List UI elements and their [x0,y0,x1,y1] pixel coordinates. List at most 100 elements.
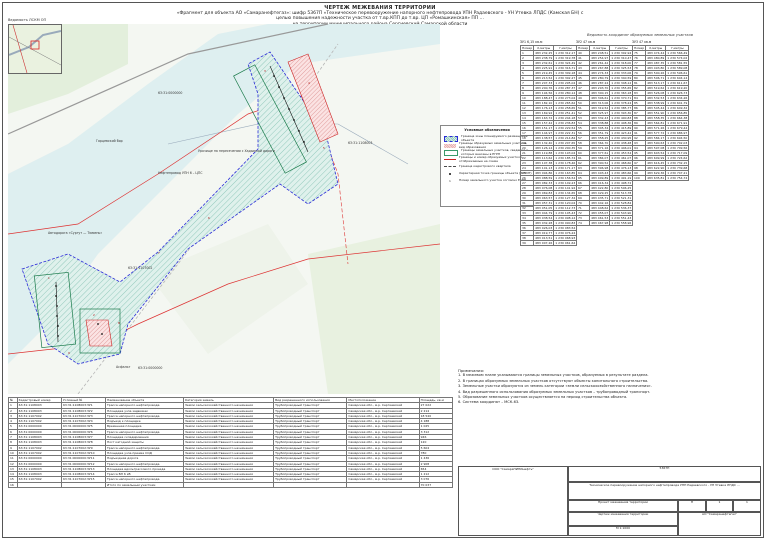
place-label: Урочище на пересечении с Хадыюхой дороги [198,149,275,153]
coordinate-cell: 483 325,97 [589,110,611,116]
stamp-code: 5367П [568,466,761,482]
coordinate-cell: 1 230 061,64 [553,240,578,246]
coordinate-cell: 1 230 634,26 [665,95,690,101]
coordinate-cell: 483 254,97 [589,55,611,61]
register-cell: Трубопроводный транспорт [273,402,348,409]
coordinate-cell: 1 230 273,04 [553,95,578,101]
legend-swatch: 1 [449,178,451,183]
note-line: 5. Образование земельных участков осущес… [458,395,628,400]
parcel-number: 2 [93,313,95,317]
coordinate-cell: 1 230 340,59 [609,75,634,81]
register-cell [346,481,420,489]
register-cell: 63:31:1108003 [16,434,62,441]
legend-item: Характерная точка границы объекта (ЗОУИТ… [441,170,533,177]
formed-parcel[interactable] [287,53,339,143]
register-cell [16,481,62,489]
coordinate-cell: 1 230 694,50 [665,135,690,141]
parcel-outline[interactable] [33,272,77,348]
register-cell: 16 [8,481,18,489]
coordinate-cell: 483 019,77 [533,230,555,236]
coordinate-cell: 483 280,79 [589,75,611,81]
cadastral-map[interactable]: 63:31:0000000 63:31:1108003 63:31:110700… [8,24,440,394]
map-legend: Условные обозначения Граница зоны планир… [440,125,534,207]
register-cell: Трубопроводный транспорт [273,412,348,420]
coordinate-cell: 483 088,59 [533,175,555,181]
parcel-outline[interactable] [79,308,121,354]
register-cell: 63:31:0000000 [16,428,62,436]
notes-heading: Примечания: [458,368,485,373]
coordinate-cell: 1 230 596,61 [665,70,690,76]
coordinate-cell: 1 230 664,38 [665,115,690,121]
coordinate-cell: 483 564,81 [645,120,667,126]
formed-parcel[interactable] [85,319,113,347]
stamp-company: ООО "СамараНИПИнефть" [492,468,534,471]
register-cell: 63:31:1108003 [16,407,62,414]
coordinate-cell: 1 230 378,24 [609,100,634,106]
coordinate-cell: 1 230 207,65 [553,140,578,146]
coordinate-cell: 483 532,53 [645,95,667,101]
coordinate-cell: 483 132,40 [533,140,555,146]
coordinate-cell: 1 230 754,74 [665,175,690,181]
legend-item: Границы и номер образуемых участков, ото… [441,155,533,163]
road [8,24,329,135]
coordinate-cell: 483 377,61 [589,150,611,156]
coordinate-cell: 483 313,06 [589,100,611,106]
coordinate-cell: 1 230 302,94 [609,50,634,56]
place-label: Асфальт [116,365,131,369]
coordinate-cell: 483 403,43 [589,170,611,176]
coordinate-cell: 483 044,79 [533,210,555,216]
coordinate-cell: 1 230 656,85 [665,110,690,116]
place-label: Автодорога «Сургут — Тюмень» [48,231,102,235]
coordinate-cell: 1 230 083,54 [553,225,578,231]
coordinate-cell: 1 230 287,37 [553,85,578,91]
note-line: 2. В границах образуемых земельных участ… [458,378,649,383]
register-cell: 63:31:1108003 [16,439,62,446]
coordinate-cell: 1 230 163,85 [553,170,578,176]
legend-label: Граница зоны планируемого размещения объ… [461,134,528,142]
parcel-outline[interactable] [233,64,307,174]
coordinate-cell: 1 230 543,90 [609,210,634,216]
register-cell: Трубопроводный транспорт [273,439,348,446]
coordinate-cell: 483 545,44 [645,105,667,111]
coordinate-cell: 1 230 724,62 [665,155,690,161]
place-label: Гарцевский бор [96,139,123,143]
coordinate-cell: 1 230 244,18 [553,115,578,121]
stamp-stage: П [678,500,706,512]
register-cell: 63:31:1107002 [16,476,62,483]
coordinate-cell: 1 230 363,18 [609,90,634,96]
legend-swatch [449,172,451,175]
coordinate-cell: 483 597,08 [645,145,667,151]
coordinate-cell: 483 622,90 [645,165,667,171]
stamp-project: Техническое перевооружение напорного неф… [568,482,761,500]
coordinate-cell: 1 230 171,17 [553,165,578,171]
legend-swatch [444,135,458,142]
coordinate-cell: 483 351,79 [589,130,611,136]
coordinate-header: Номер [519,45,535,51]
legend-label: Номер земельного участка согласно ЕГРН [459,177,526,182]
coordinate-cell: 1 230 589,08 [665,65,690,71]
coordinate-cell: 483 225,91 [533,65,555,71]
inset-map[interactable] [8,24,62,74]
coordinate-cell: 483 603,54 [645,150,667,156]
legend-label: Границы и номер образуемых участков, ото… [459,155,523,163]
coordinate-cell: 1 230 149,23 [553,180,578,186]
legend-item: Граница зоны планируемого размещения объ… [441,134,533,142]
coordinate-cell: 1 230 709,56 [665,145,690,151]
coordinate-cell: 1 230 229,54 [553,125,578,131]
coordinate-cell: 483 519,62 [645,85,667,91]
coordinate-cell: 483 232,61 [533,60,555,66]
stamp-section: Проект межевания территории [568,500,678,512]
planned-zone[interactable] [21,51,339,365]
coordinate-cell: 483 082,33 [533,180,555,186]
coordinate-cell: 1 230 747,21 [665,170,690,176]
coordinate-cell: 1 230 513,78 [609,190,634,196]
register-cell: Трубопроводный транспорт [273,434,348,441]
coordinate-cell: 1 230 214,84 [553,135,578,141]
coordinate-cell: 1 230 619,20 [665,85,690,91]
